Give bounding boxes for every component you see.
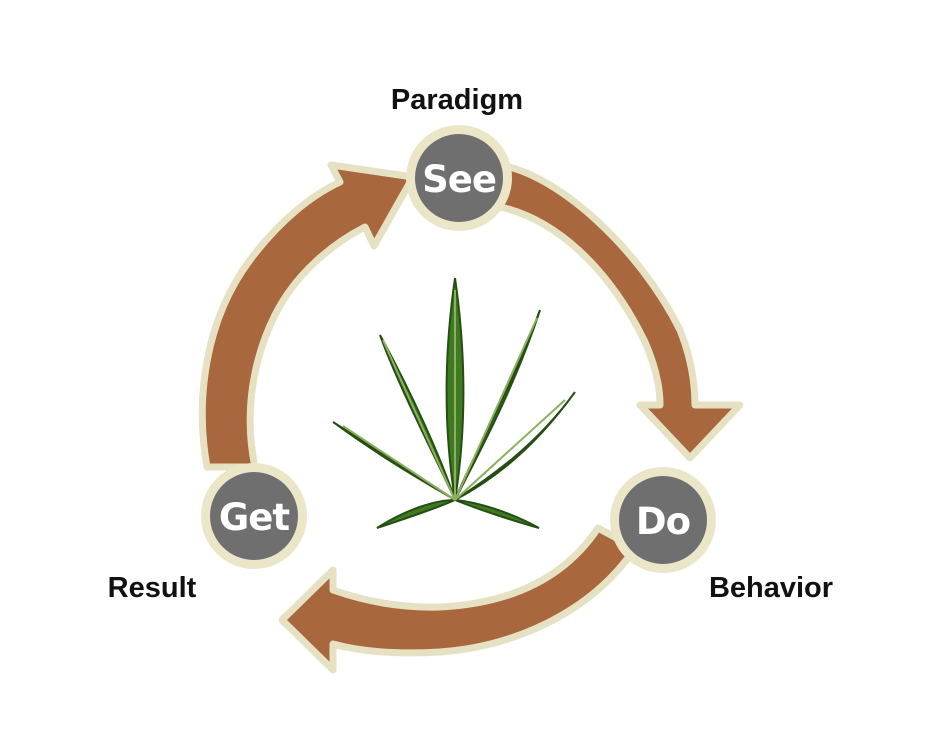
node-do-label: Do xyxy=(636,500,690,543)
arrow-get-to-see xyxy=(198,161,417,471)
cannabis-leaf-icon xyxy=(332,277,576,529)
caption-behavior: Behavior xyxy=(709,572,833,604)
node-get-label: Get xyxy=(219,496,289,539)
node-see: See xyxy=(406,125,512,231)
arrow-do-to-get xyxy=(278,524,639,674)
node-do: Do xyxy=(610,467,716,573)
node-get: Get xyxy=(201,463,307,569)
caption-result: Result xyxy=(108,572,197,604)
node-get-circle xyxy=(210,472,298,560)
node-see-circle xyxy=(415,134,503,222)
node-do-circle xyxy=(619,476,707,564)
node-see-label: See xyxy=(422,158,496,201)
arrow-see-to-do xyxy=(486,161,744,462)
caption-paradigm: Paradigm xyxy=(391,84,523,116)
